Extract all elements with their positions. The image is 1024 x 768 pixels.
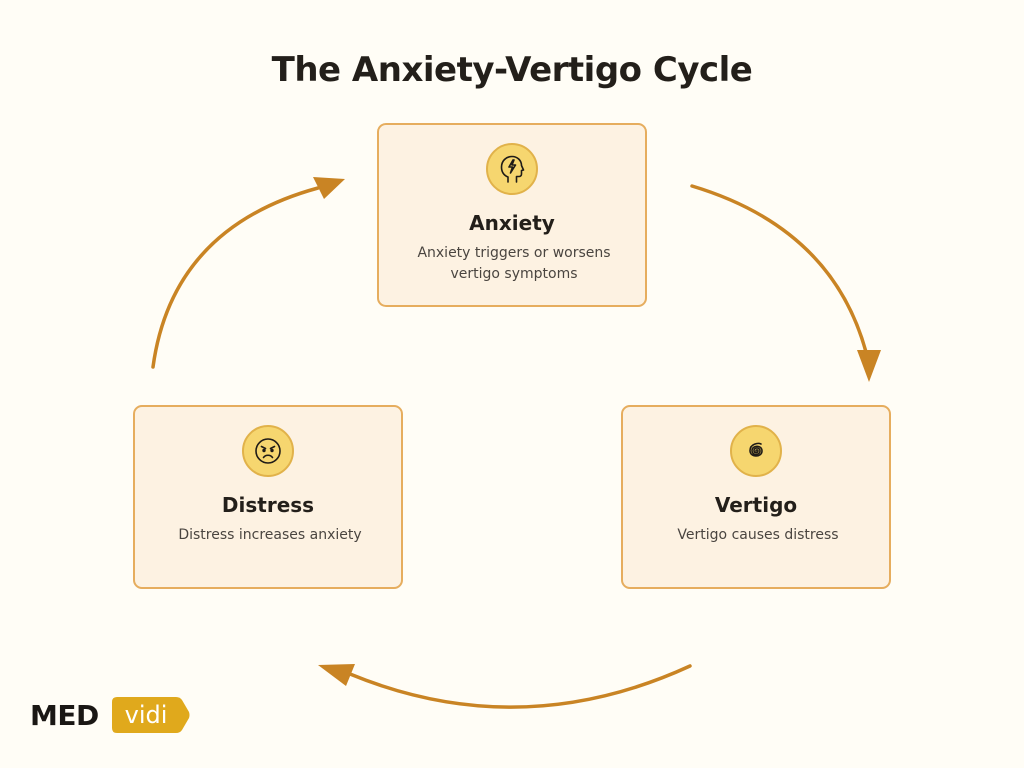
node-distress: Distress Distress increases anxiety [133,405,403,589]
node-vertigo: Vertigo Vertigo causes distress [621,405,891,589]
arrowhead-anxiety [313,177,345,199]
arrow-vertigo-to-distress [348,664,692,709]
logo-med-text: MED [30,699,99,732]
node-vertigo-description: Vertigo causes distress [677,527,839,543]
arrowhead-vertigo [857,350,881,382]
logo-vidi-badge: vidi [112,697,190,733]
arrowhead-distress [318,664,355,686]
node-distress-description: Distress increases anxiety [178,527,362,543]
diagram-title: The Anxiety-Vertigo Cycle [271,50,753,90]
spiral-icon [730,425,782,477]
arrow-distress-to-anxiety [151,186,320,369]
node-distress-title: Distress [221,493,315,517]
logo-vidi-text: vidi [124,701,168,729]
arrow-anxiety-to-vertigo [690,184,868,354]
node-anxiety: Anxiety Anxiety triggers or worsens vert… [377,123,647,307]
node-anxiety-description: Anxiety triggers or worsens vertigo symp… [417,245,611,282]
node-anxiety-title: Anxiety [469,211,555,235]
node-vertigo-title: Vertigo [714,493,798,517]
angry-face-icon [242,425,294,477]
head-lightning-icon [486,143,538,195]
